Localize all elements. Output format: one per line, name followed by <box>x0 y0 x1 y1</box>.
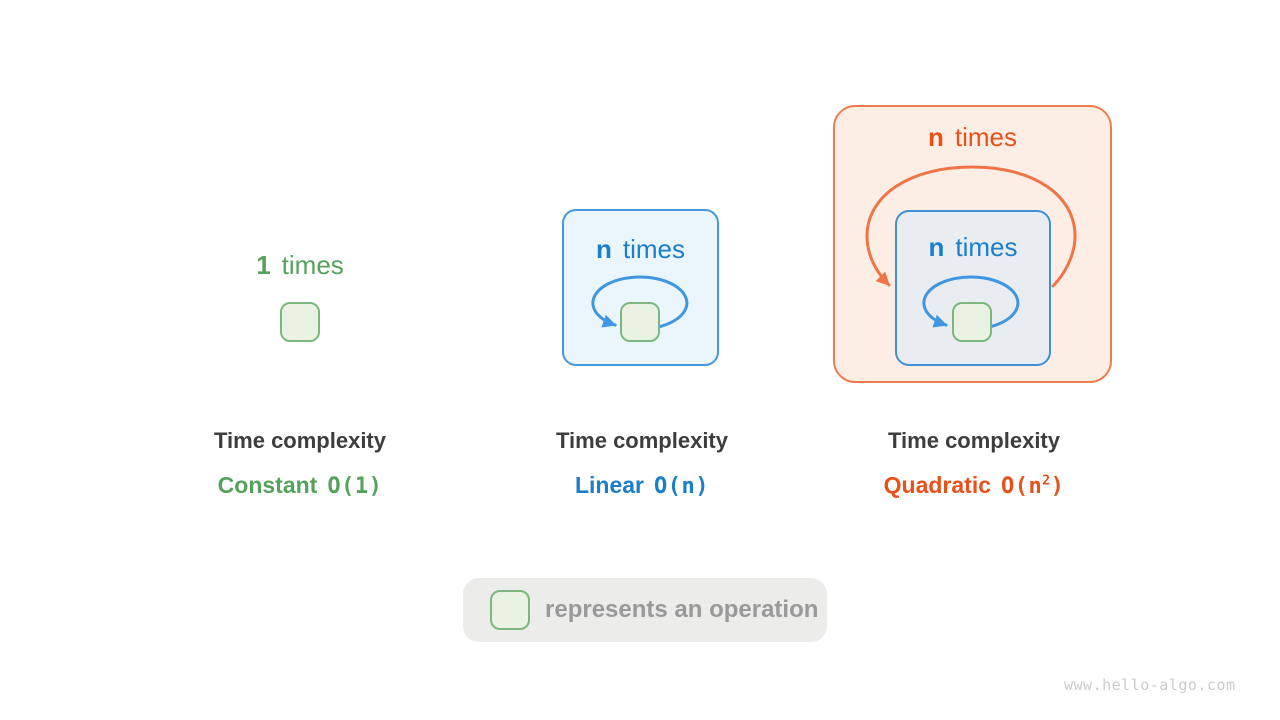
count-value: n <box>927 122 944 152</box>
legend-label: represents an operation <box>545 596 819 623</box>
quadratic-inner-count-label: n times <box>895 234 1051 260</box>
quadratic-caption-title: Time complexity <box>888 428 1060 453</box>
complexity-name: Quadratic <box>883 472 992 498</box>
big-o-close: ) <box>1050 474 1065 499</box>
watermark: www.hello-algo.com <box>1064 676 1236 694</box>
constant-caption-title: Time complexity <box>214 428 386 453</box>
times-word: times <box>281 250 344 280</box>
big-o-notation: O(n2) <box>1001 473 1065 499</box>
legend: represents an operation <box>463 578 827 642</box>
complexity-name: Constant <box>217 472 318 498</box>
operation-square <box>952 302 992 342</box>
quadratic-outer-count-label: n times <box>833 124 1112 150</box>
linear-loop-box <box>562 209 719 366</box>
times-word: times <box>954 122 1017 152</box>
big-o-notation: O(1) <box>327 476 382 498</box>
times-word: times <box>622 234 685 264</box>
complexity-name: Linear <box>574 472 645 498</box>
constant-count-label: 1 times <box>200 252 400 278</box>
big-o-exponent: 2 <box>1042 473 1051 489</box>
linear-complexity-value: Linear O(n) <box>502 474 782 498</box>
operation-square <box>280 302 320 342</box>
big-o-main: O(1) <box>327 474 383 499</box>
quadratic-complexity-value: Quadratic O(n2) <box>834 474 1114 498</box>
count-value: n <box>595 234 612 264</box>
big-o-notation: O(n) <box>654 476 709 498</box>
count-value: 1 <box>256 250 271 280</box>
constant-complexity-value: Constant O(1) <box>160 474 440 498</box>
times-word: times <box>955 232 1018 262</box>
big-o-main: O(n) <box>654 474 709 499</box>
linear-count-label: n times <box>562 236 719 262</box>
operation-square <box>620 302 660 342</box>
linear-caption-title: Time complexity <box>556 428 728 453</box>
count-value: n <box>928 232 945 262</box>
big-o-main: O(n <box>1001 474 1043 499</box>
legend-operation-square <box>490 590 530 630</box>
